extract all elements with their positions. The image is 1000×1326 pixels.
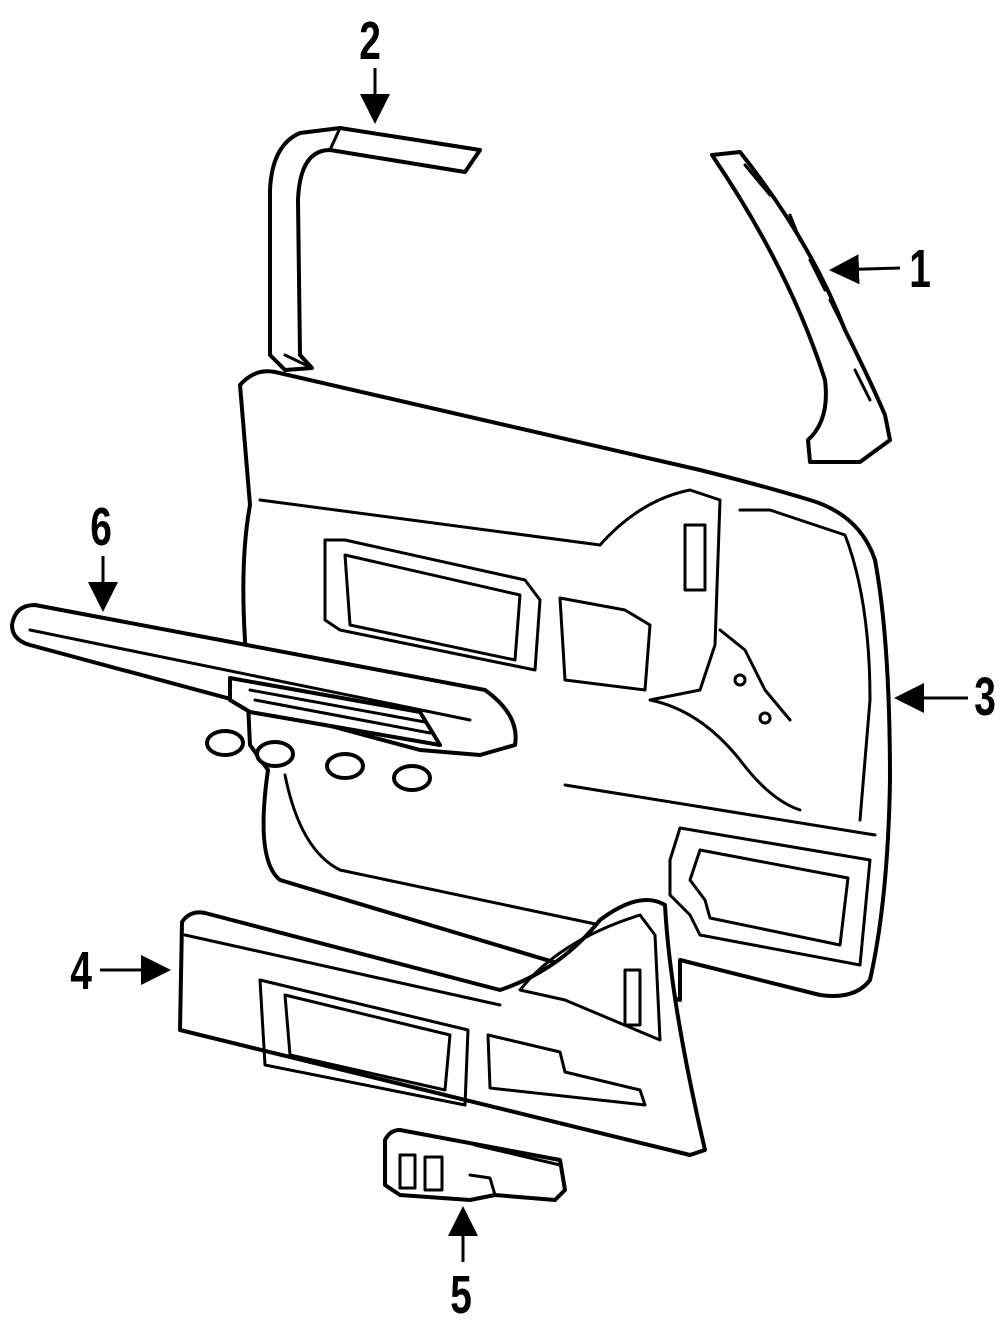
callout-5: 5 [450,1265,472,1325]
part-1-pillar-trim [710,150,892,464]
part-5-switch-bezel [383,1128,567,1202]
part-4-lower-panel [178,898,707,1157]
part-3-door-panel [238,369,892,1002]
callout-6: 6 [90,497,112,557]
part-6-armrest [10,603,518,792]
callout-3: 3 [974,667,996,727]
part-2-upper-molding [268,126,482,372]
callout-4: 4 [70,941,92,1001]
callout-1: 1 [909,239,931,299]
callout-2: 2 [359,11,381,71]
leader-arrow-1 [829,254,901,285]
